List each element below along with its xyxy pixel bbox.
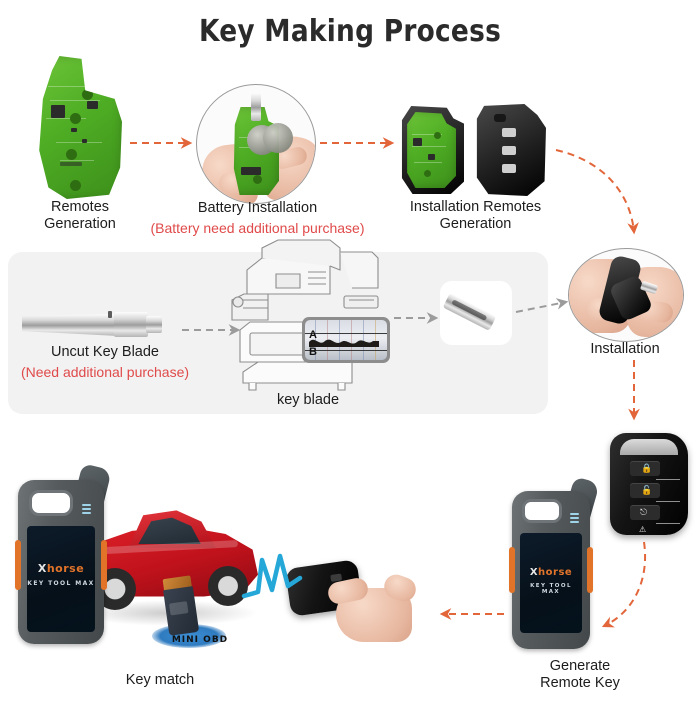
key-tool-max-model-right: KEY TOOL MAX: [530, 583, 572, 595]
battery-installation-image: [196, 84, 316, 204]
cut-key-blade-card: [440, 281, 512, 345]
arrow-installation-remotes-to-installation: [556, 150, 639, 235]
machine-screen-axis-a: A: [309, 329, 317, 341]
generate-remote-key-label-line2: Remote Key: [540, 675, 620, 692]
key-match-tool-image: Xhorse KEY TOOL MAX: [15, 463, 116, 647]
mini-obd-image: MINI OBD: [150, 575, 242, 652]
hand-with-key-image: [285, 559, 428, 650]
generate-remote-key-image: Xhorse KEY TOOL MAX: [509, 476, 602, 652]
arrow-finished-key-to-generate: [601, 542, 645, 628]
panic-icon: ⚠: [639, 525, 647, 534]
battery-installation-note: (Battery need additional purchase): [150, 220, 365, 237]
battery-installation-label: Battery Installation: [197, 200, 318, 216]
lock-icon: 🔒: [641, 463, 653, 473]
mini-obd-label: MINI OBD: [171, 635, 229, 645]
unlock-icon: 🔓: [641, 485, 653, 495]
arrow-cut-blade-to-installation: [516, 298, 569, 312]
uncut-key-blade-caption: Uncut Key Blade (Need additional purchas…: [0, 344, 210, 381]
key-tool-max-model-left: KEY TOOL MAX: [27, 580, 95, 587]
remotes-generation-label-line1: Remotes: [50, 199, 110, 215]
generate-remote-key-label-line1: Generate: [549, 658, 611, 674]
trunk-icon: ⎋: [640, 507, 648, 517]
battery-installation-caption: Battery Installation (Battery need addit…: [150, 200, 365, 237]
remotes-generation-image: [30, 56, 122, 199]
machine-screen: A B: [302, 317, 390, 363]
installation-remotes-label-line1: Installation Remotes: [409, 199, 542, 215]
uncut-key-blade-label: Uncut Key Blade: [50, 344, 159, 360]
generate-remote-key-caption: Generate Remote Key: [500, 658, 660, 692]
installation-image: [568, 248, 684, 342]
installation-caption: Installation: [590, 341, 660, 357]
uncut-key-blade-image: [22, 308, 172, 340]
finished-key-image: 🔒 🔓 ⎋ ⚠: [608, 427, 692, 537]
machine-screen-axis-b: B: [309, 346, 317, 358]
key-blade-caption: key blade: [276, 392, 340, 408]
installation-remotes-caption: Installation Remotes Generation: [388, 199, 563, 233]
installation-remotes-image: [398, 104, 550, 196]
remotes-generation-caption: Remotes Generation: [10, 199, 150, 233]
installation-remotes-label-line2: Generation: [439, 216, 512, 233]
key-match-caption: Key match: [125, 672, 195, 688]
uncut-key-blade-note: (Need additional purchase): [20, 364, 190, 381]
page-title: Key Making Process: [198, 14, 502, 49]
remotes-generation-label-line2: Generation: [44, 216, 116, 233]
